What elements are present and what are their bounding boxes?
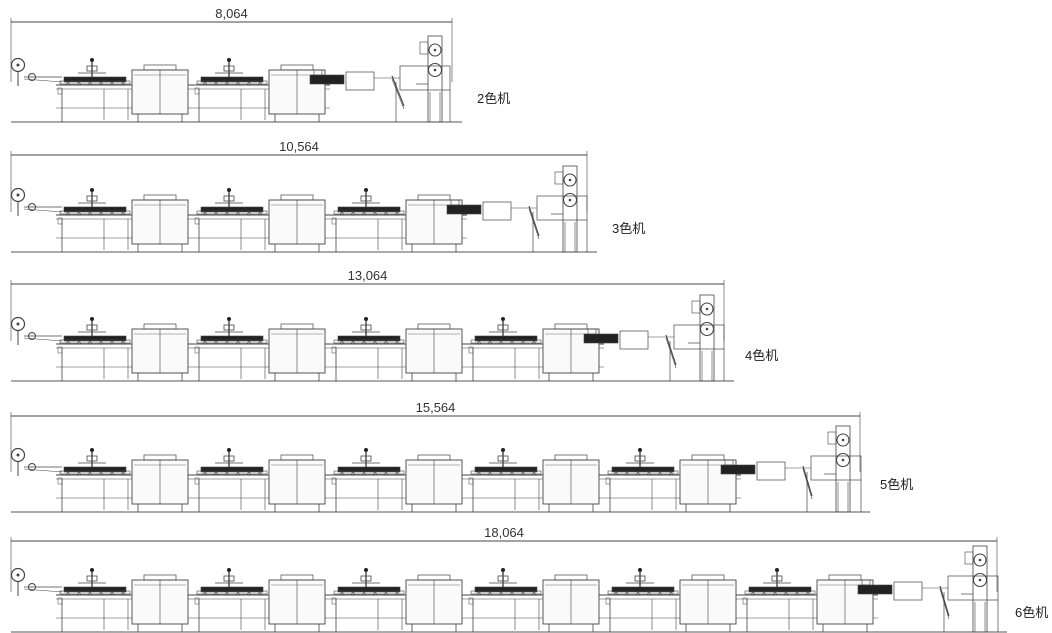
dryer-oven bbox=[816, 574, 874, 632]
cutting-and-rewind-unit bbox=[583, 294, 725, 382]
print-station bbox=[468, 568, 542, 632]
dryer-oven bbox=[268, 194, 326, 252]
print-station bbox=[742, 568, 816, 632]
print-station bbox=[57, 188, 131, 252]
dryer-oven bbox=[268, 574, 326, 632]
dryer-oven bbox=[131, 574, 189, 632]
overall-length-label: 10,564 bbox=[279, 139, 319, 154]
dryer-oven bbox=[131, 454, 189, 512]
print-station bbox=[605, 568, 679, 632]
machine-drawing-5-color bbox=[10, 412, 870, 513]
print-station bbox=[57, 568, 131, 632]
print-station bbox=[468, 317, 542, 381]
unwind-reel bbox=[10, 187, 63, 216]
print-station bbox=[57, 317, 131, 381]
print-station bbox=[605, 448, 679, 512]
machine-drawing-3-color bbox=[10, 151, 597, 253]
dryer-oven bbox=[542, 454, 600, 512]
dryer-oven bbox=[679, 454, 737, 512]
cutting-and-rewind-unit bbox=[446, 165, 588, 253]
print-station bbox=[468, 448, 542, 512]
dryer-oven bbox=[679, 574, 737, 632]
machine-drawing-4-color bbox=[10, 280, 734, 382]
model-label: 5色机 bbox=[880, 477, 914, 492]
dryer-oven bbox=[542, 323, 600, 381]
dimension-line bbox=[10, 412, 861, 472]
cutting-and-rewind-unit bbox=[857, 545, 999, 633]
overall-length-label: 15,564 bbox=[415, 400, 456, 415]
dryer-oven bbox=[542, 574, 600, 632]
print-station bbox=[57, 58, 131, 122]
unwind-reel bbox=[10, 567, 63, 596]
dimension-line bbox=[10, 18, 453, 82]
overall-length-label: 8,064 bbox=[215, 6, 248, 21]
dryer-oven bbox=[131, 64, 189, 122]
cutting-and-rewind-unit bbox=[720, 425, 862, 513]
dryer-oven bbox=[405, 323, 463, 381]
unwind-reel bbox=[10, 447, 63, 476]
dryer-oven bbox=[405, 454, 463, 512]
cutting-and-rewind-unit bbox=[309, 35, 451, 123]
print-station bbox=[57, 448, 131, 512]
print-station bbox=[331, 317, 405, 381]
dryer-oven bbox=[405, 574, 463, 632]
dryer-oven bbox=[131, 323, 189, 381]
overall-length-label: 18,064 bbox=[484, 525, 524, 540]
overall-length-label: 13,064 bbox=[347, 268, 388, 283]
unwind-reel bbox=[10, 57, 63, 86]
dryer-oven bbox=[405, 194, 463, 252]
print-station bbox=[194, 448, 268, 512]
print-station bbox=[194, 317, 268, 381]
print-station bbox=[194, 188, 268, 252]
print-station bbox=[331, 188, 405, 252]
model-label: 4色机 bbox=[745, 348, 779, 363]
dryer-oven bbox=[268, 64, 326, 122]
print-station bbox=[331, 568, 405, 632]
model-label: 3色机 bbox=[612, 221, 646, 236]
model-label: 6色机 bbox=[1015, 605, 1049, 620]
print-station bbox=[331, 448, 405, 512]
dryer-oven bbox=[131, 194, 189, 252]
model-label: 2色机 bbox=[477, 91, 511, 106]
dryer-oven bbox=[268, 323, 326, 381]
dimension-line bbox=[10, 537, 998, 592]
machine-drawing-6-color bbox=[10, 537, 1007, 633]
print-station bbox=[194, 58, 268, 122]
dryer-oven bbox=[268, 454, 326, 512]
unwind-reel bbox=[10, 316, 63, 345]
machine-drawing-2-color bbox=[10, 18, 462, 123]
print-station bbox=[194, 568, 268, 632]
